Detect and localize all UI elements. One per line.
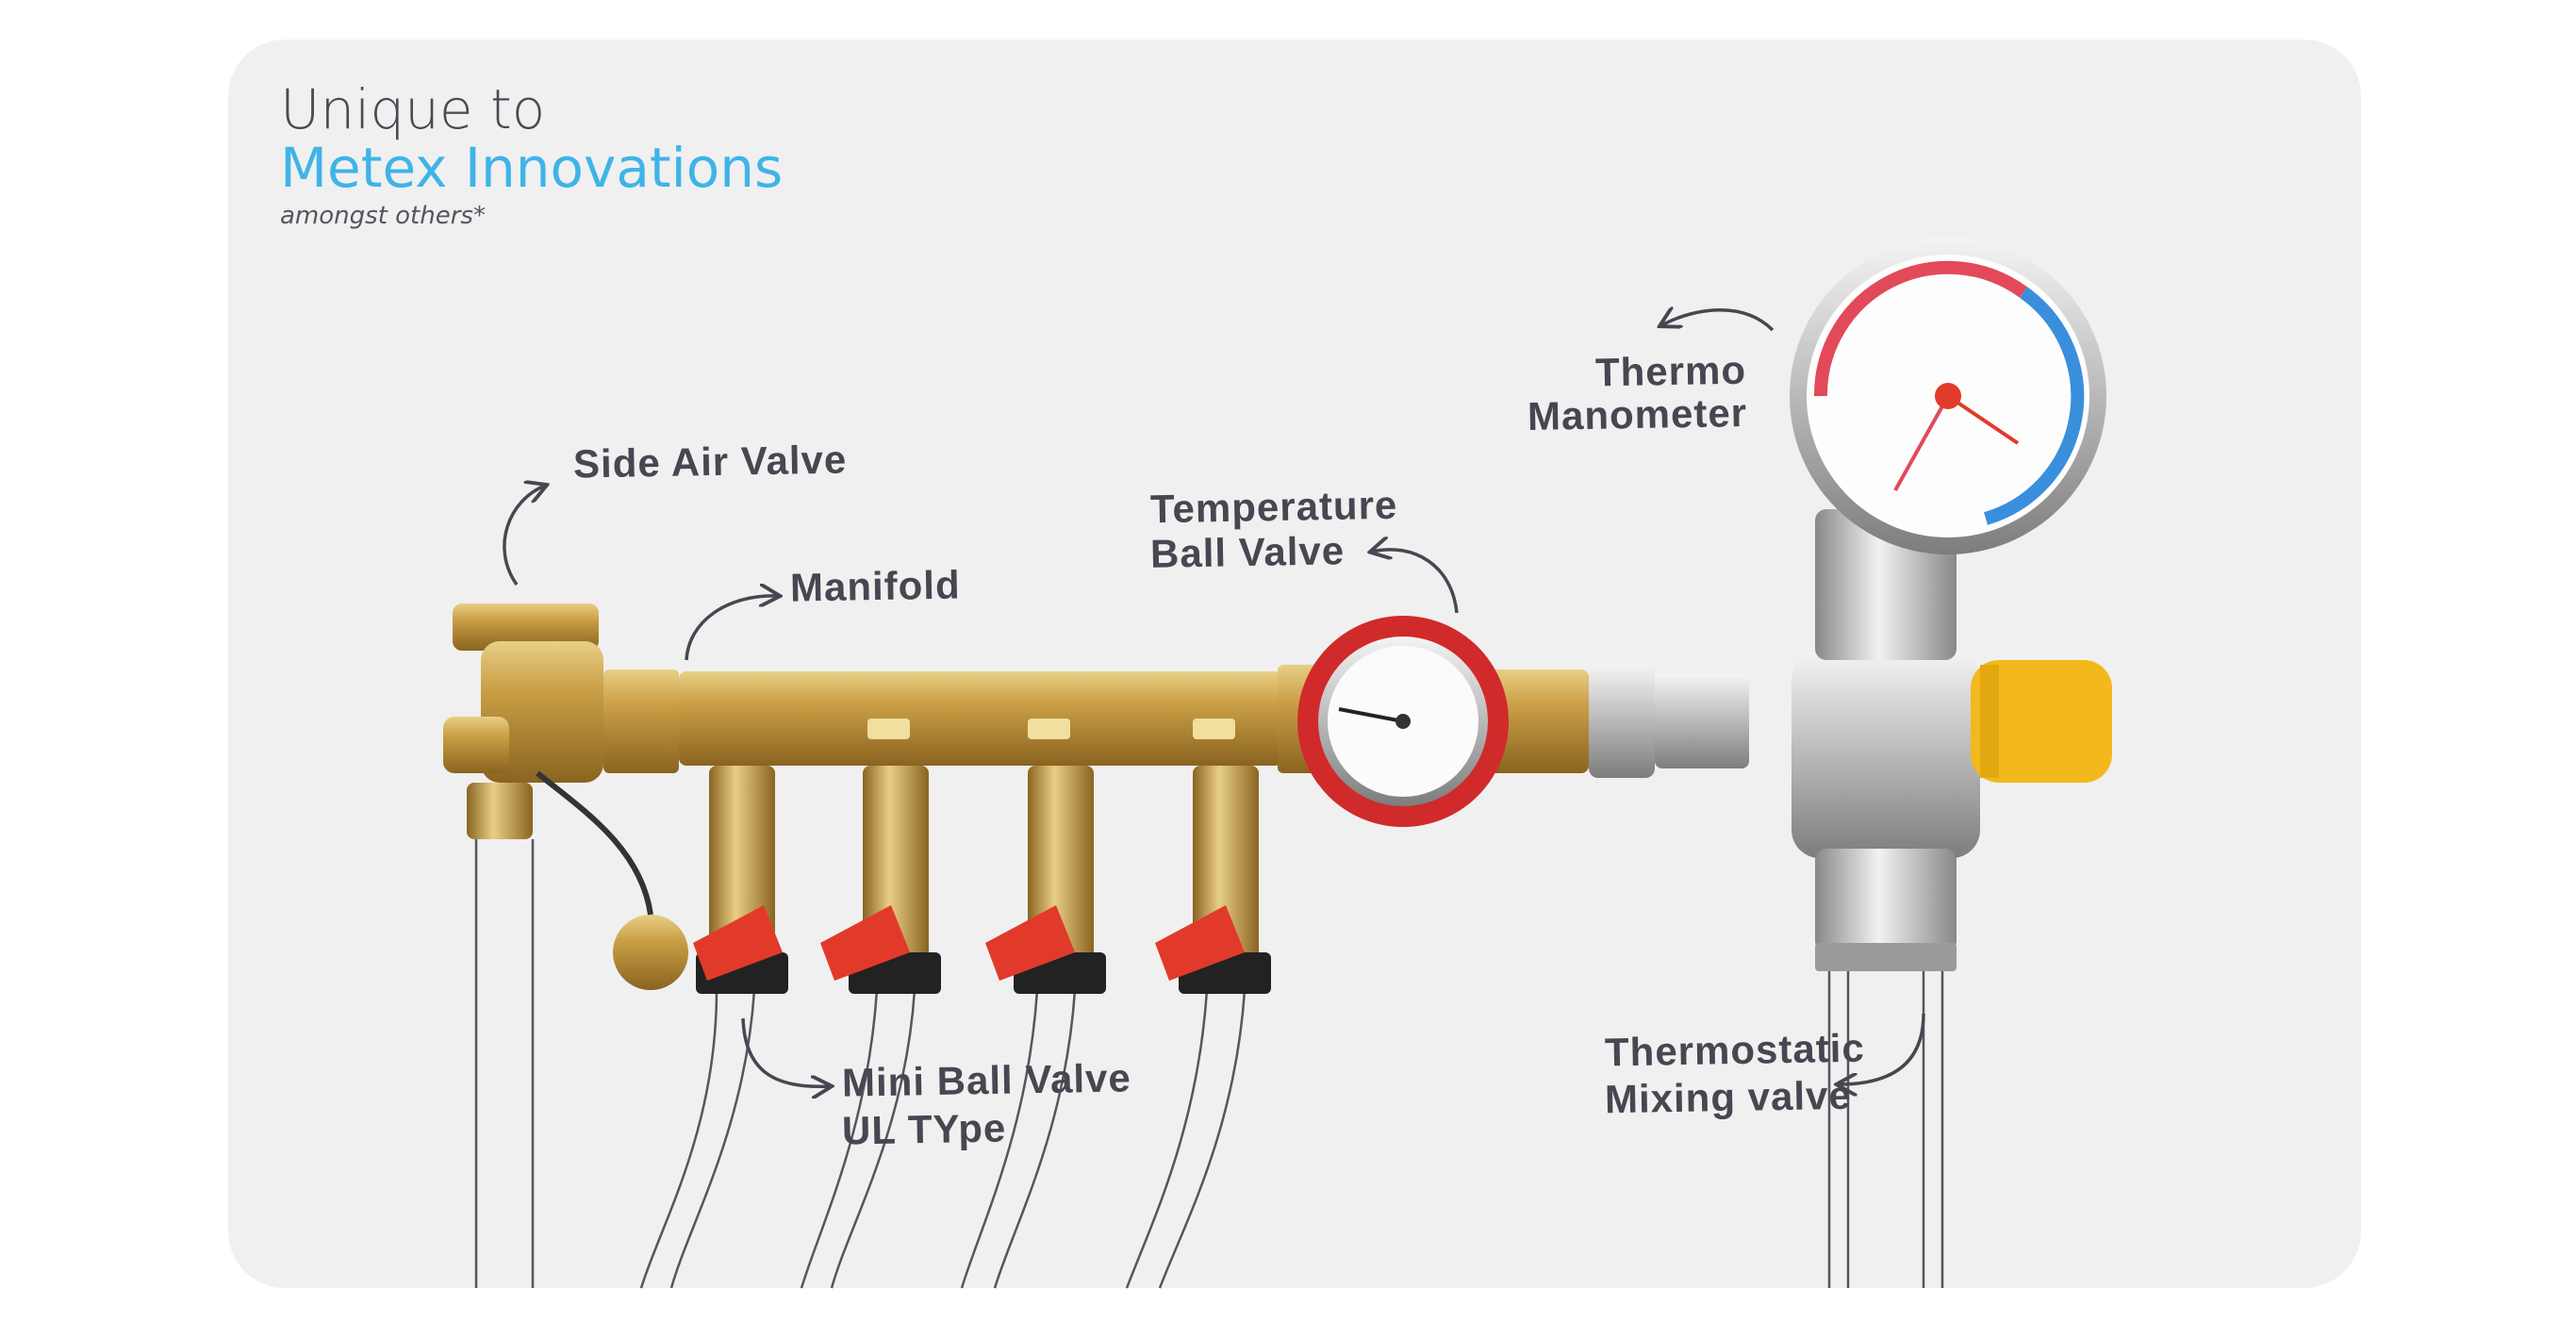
label-temperature-ball-valve-line1: Temperature: [1149, 482, 1398, 532]
manifold-bar: [603, 665, 1325, 773]
mini-ball-valves: [693, 766, 1271, 994]
side-air-valve: [443, 603, 688, 990]
temperature-ball-valve: [1297, 616, 1589, 827]
label-thermostatic-mixing-valve-line2: Mixing valve: [1604, 1072, 1853, 1122]
label-thermostatic-mixing-valve-line1: Thermostatic: [1604, 1025, 1866, 1075]
callout-arrows: [503, 310, 1925, 1087]
arrow-mini-ball-valve: [741, 1017, 830, 1086]
arrow-side-air-valve: [503, 486, 545, 587]
label-mini-ball-valve-line2: UL TYpe: [841, 1105, 1007, 1153]
arrow-thermo-manometer: [1661, 310, 1775, 332]
subtitle: amongst others*: [280, 202, 486, 230]
label-mini-ball-valve-line1: Mini Ball Valve: [841, 1055, 1132, 1105]
arrow-temperature-ball-valve: [1372, 550, 1459, 614]
headline-line-1: Unique to: [280, 77, 546, 141]
label-side-air-valve: Side Air Valve: [572, 437, 848, 487]
thermostatic-mixing-valve: [1589, 509, 2112, 971]
headline-brand: Metex Innovations: [280, 136, 784, 200]
arrow-thermostatic-mixing-valve: [1839, 1013, 1925, 1084]
label-thermo-manometer-line2: Manometer: [1527, 389, 1748, 439]
thermo-manometer: [1790, 238, 2106, 554]
label-temperature-ball-valve-line2: Ball Valve: [1149, 528, 1346, 576]
arrow-manifold: [685, 596, 778, 661]
label-manifold: Manifold: [789, 562, 962, 610]
label-thermo-manometer-line1: Thermo: [1594, 347, 1747, 395]
hoses: [474, 839, 1944, 1289]
